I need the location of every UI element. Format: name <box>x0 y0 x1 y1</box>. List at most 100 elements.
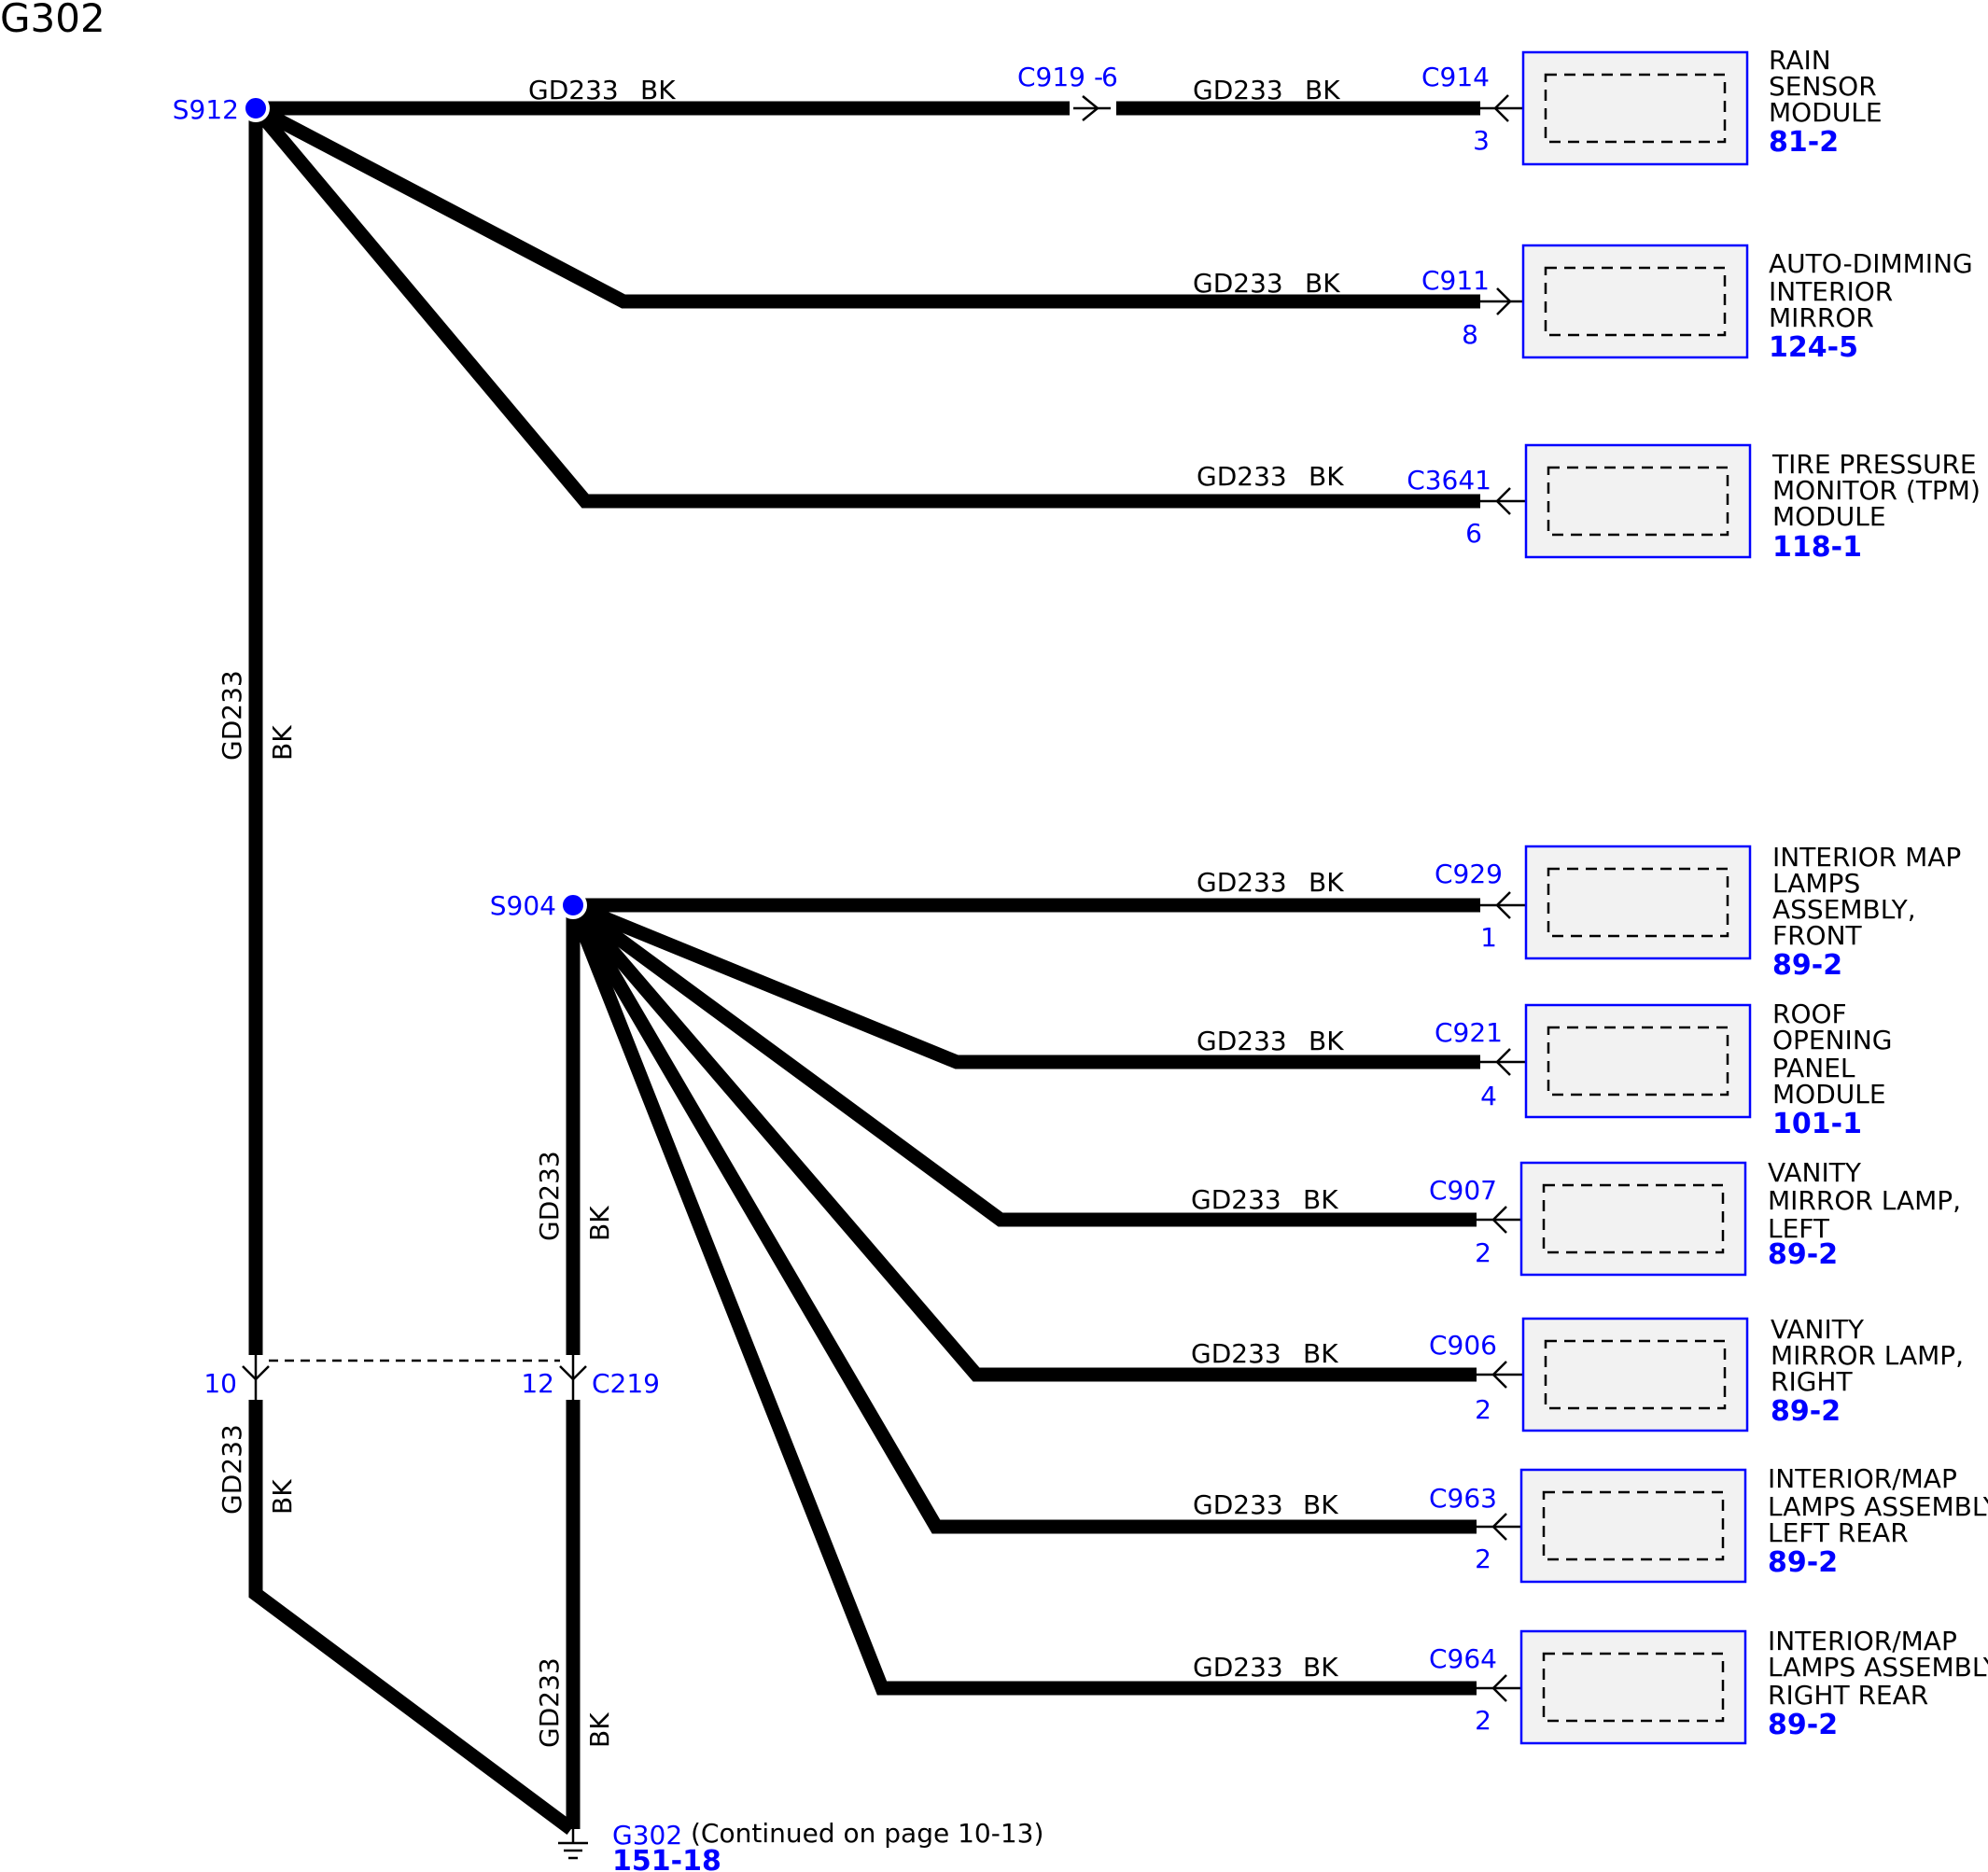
pin-number: 2 <box>1475 1394 1491 1425</box>
connector-chevron-icon <box>1082 95 1099 121</box>
wire-circuit-label: GD233 <box>1193 268 1283 299</box>
component-name-line: LAMPS ASSEMBLY, <box>1768 1652 1988 1683</box>
wire-color-label: BK <box>267 725 298 761</box>
wire-circuit-label: GD233 <box>534 1151 565 1241</box>
component-name-line: INTERIOR/MAP <box>1768 1463 1957 1494</box>
component-interior-map-lamps-left-rear[interactable]: C963 2 INTERIOR/MAP LAMPS ASSEMBLY, LEFT… <box>1429 1463 1988 1584</box>
inline-connector-c919[interactable]: C919 - 6 <box>1017 62 1118 121</box>
pin-chevron-icon <box>1496 287 1512 315</box>
component-name-line: LEFT <box>1768 1213 1830 1244</box>
pin-number: 1 <box>1480 922 1497 953</box>
pin-number: 3 <box>1473 125 1490 156</box>
component-box <box>1519 1468 1747 1584</box>
component-name-line: LEFT REAR <box>1768 1517 1909 1548</box>
component-box <box>1519 1161 1747 1277</box>
component-name-line: LAMPS ASSEMBLY, <box>1768 1491 1988 1522</box>
wire-color-label: BK <box>584 1206 615 1241</box>
splice-label: S904 <box>490 890 556 921</box>
pin-chevron-icon <box>1495 891 1511 919</box>
wire-circuit-label: GD233 <box>528 75 619 105</box>
wire-color-label: BK <box>1303 1338 1338 1369</box>
splice-s912[interactable]: S912 <box>173 94 270 125</box>
wire-circuit-label: GD233 <box>217 670 247 761</box>
component-name-line: MIRROR LAMP, <box>1771 1340 1964 1371</box>
connector-c219-pin-left: 10 <box>203 1368 237 1399</box>
wire-s904-c964 <box>567 902 1477 1696</box>
component-name-line: INTERIOR MAP <box>1772 842 1961 873</box>
wire-s912-c911 <box>252 102 1480 309</box>
wire-color-label: BK <box>1309 867 1344 898</box>
connector-label: C929 <box>1435 859 1503 889</box>
wire-circuit-label: GD233 <box>1191 1184 1281 1215</box>
pin-chevron-icon <box>1495 1048 1511 1076</box>
wire-color-label: BK <box>267 1479 298 1515</box>
component-name-line: SENSOR <box>1769 71 1877 102</box>
wire-circuit-label: GD233 <box>534 1657 565 1748</box>
component-name-line: ROOF <box>1772 999 1847 1029</box>
connector-pin: 6 <box>1101 62 1118 92</box>
component-name-line: AUTO-DIMMING <box>1769 248 1973 279</box>
component-name-line: TIRE PRESSURE <box>1771 449 1977 480</box>
component-name-line: MODULE <box>1769 97 1883 128</box>
component-roof-opening-panel-module[interactable]: C921 4 ROOF OPENING PANEL MODULE 101-1 <box>1435 999 1892 1140</box>
wire-color-label: BK <box>1305 75 1340 105</box>
component-name-line: VANITY <box>1768 1157 1862 1188</box>
ground-ref: 151-18 <box>612 1845 721 1872</box>
connector-chevron-icon <box>242 1365 270 1381</box>
component-name-line: OPENING <box>1772 1025 1892 1055</box>
connector-label: C964 <box>1429 1643 1497 1674</box>
component-name-line: PANEL <box>1772 1053 1855 1083</box>
component-vanity-mirror-lamp-left[interactable]: C907 2 VANITY MIRROR LAMP, LEFT 89-2 <box>1429 1157 1961 1277</box>
connector-dash: - <box>1094 62 1103 92</box>
component-name-line: RAIN <box>1769 45 1831 76</box>
component-name-line: MIRROR <box>1769 302 1874 333</box>
component-auto-dimming-interior-mirror[interactable]: C911 8 AUTO-DIMMING INTERIOR MIRROR 124-… <box>1421 244 1973 364</box>
splice-dot <box>242 94 270 122</box>
pin-chevron-icon <box>1491 1513 1507 1541</box>
wire-circuit-label: GD233 <box>1197 1026 1287 1056</box>
component-interior-map-lamps-front[interactable]: C929 1 INTERIOR MAP LAMPS ASSEMBLY, FRON… <box>1435 842 1961 982</box>
wire-s904-c906 <box>567 901 1477 1382</box>
wire-labels: GD233 BK GD233 BK GD233 BK GD233 BK GD23… <box>217 75 1344 1748</box>
component-name-line: MODULE <box>1772 1079 1886 1110</box>
pin-number: 4 <box>1480 1081 1497 1111</box>
wire-color-label: BK <box>1309 1026 1344 1056</box>
connector-label: C911 <box>1421 265 1490 296</box>
component-name-line: MODULE <box>1772 501 1886 532</box>
component-rain-sensor-module[interactable]: C914 3 RAIN SENSOR MODULE 81-2 <box>1421 45 1883 166</box>
component-name-line: ASSEMBLY, <box>1772 894 1916 925</box>
wire-s904-c907 <box>568 899 1477 1227</box>
component-vanity-mirror-lamp-right[interactable]: C906 2 VANITY MIRROR LAMP, RIGHT 89-2 <box>1429 1314 1964 1432</box>
connector-chevron-icon <box>559 1365 587 1381</box>
connector-label: C921 <box>1435 1017 1503 1048</box>
component-box-inner <box>1542 1183 1725 1254</box>
component-name-line: RIGHT REAR <box>1768 1680 1928 1711</box>
pin-chevron-icon <box>1491 1674 1507 1702</box>
component-tire-pressure-monitor-module[interactable]: C3641 6 TIRE PRESSURE MONITOR (TPM) MODU… <box>1407 443 1981 564</box>
component-interior-map-lamps-right-rear[interactable]: C964 2 INTERIOR/MAP LAMPS ASSEMBLY, RIGH… <box>1429 1626 1988 1745</box>
pin-number: 2 <box>1475 1237 1491 1268</box>
pin-chevron-icon <box>1491 1206 1507 1234</box>
component-box-inner <box>1544 73 1727 144</box>
splice-s904[interactable]: S904 <box>490 890 587 921</box>
component-name-line: LAMPS <box>1772 868 1860 899</box>
pin-number: 2 <box>1475 1544 1491 1574</box>
component-ref: 89-2 <box>1771 1395 1841 1428</box>
connector-c219[interactable]: 10 12 C219 <box>203 1355 660 1400</box>
component-box-inner <box>1544 266 1727 337</box>
connector-label: C919 <box>1017 62 1085 92</box>
connector-c219-pin-right: 12 <box>521 1368 554 1399</box>
component-box <box>1524 443 1752 559</box>
component-ref: 124-5 <box>1769 331 1858 364</box>
component-box <box>1519 1629 1747 1745</box>
connector-label: C907 <box>1429 1175 1497 1206</box>
connector-label: C963 <box>1429 1483 1497 1514</box>
pin-chevron-icon <box>1495 487 1511 515</box>
ground-g302[interactable]: G302 151-18 (Continued on page 10-13) <box>558 1818 1043 1872</box>
wire-circuit-label: GD233 <box>1193 1652 1283 1683</box>
component-name-line: RIGHT <box>1771 1366 1853 1397</box>
page-title: G302 <box>0 0 105 41</box>
component-name-line: INTERIOR <box>1769 276 1893 307</box>
pin-chevron-icon <box>1493 94 1509 122</box>
component-box <box>1521 50 1749 166</box>
